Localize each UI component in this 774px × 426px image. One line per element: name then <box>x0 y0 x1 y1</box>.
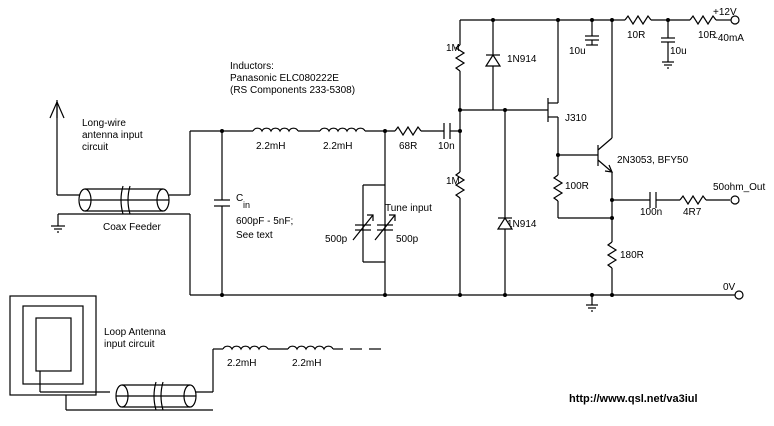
r-input-label: 68R <box>399 141 417 152</box>
c-jfet-decouple-label: 10u <box>569 46 586 57</box>
loop-l1-label: 2.2mH <box>227 358 256 369</box>
output-label: 50ohm_Out <box>713 182 765 193</box>
loop-label-2: input circuit <box>104 339 155 350</box>
bjt-label: 2N3053, BFY50 <box>617 155 689 166</box>
loop-label-1: Loop Antenna <box>104 327 166 338</box>
tune-c2-label: 500p <box>396 234 419 245</box>
r-bias-bottom-label: 1M <box>446 176 460 187</box>
url-label: http://www.qsl.net/va3iul <box>569 393 698 405</box>
inductors-part: Panasonic ELC080222E <box>230 73 339 84</box>
tune-c1-label: 500p <box>325 234 348 245</box>
diode-top-label: 1N914 <box>507 54 537 65</box>
c-input-label: 10n <box>438 141 455 152</box>
l2-label: 2.2mH <box>323 141 352 152</box>
bias-network <box>454 19 612 295</box>
supply-current-label: ~40mA <box>712 33 744 44</box>
r-output-label: 4R7 <box>683 207 702 218</box>
c-supply-label: 10u <box>670 46 687 57</box>
jfet-label: J310 <box>565 113 587 124</box>
bjt-symbol <box>558 20 740 295</box>
supply-voltage-label: +12V <box>713 7 737 18</box>
l1-label: 2.2mH <box>256 141 285 152</box>
c-output-label: 100n <box>640 207 662 218</box>
cin-range-label: 600pF - 5nF; <box>236 216 293 227</box>
cin-see-text: See text <box>236 230 273 241</box>
loop-l2-label: 2.2mH <box>292 358 321 369</box>
r-source-label: 100R <box>565 181 589 192</box>
longwire-label-2: antenna input <box>82 130 143 141</box>
ground-label: 0V <box>723 282 736 293</box>
antenna-symbol <box>49 100 80 196</box>
coax-feeder-label: Coax Feeder <box>103 222 161 233</box>
r-supply1-label: 10R <box>627 30 645 41</box>
loop-antenna-symbol <box>9 295 381 411</box>
r-bias-top-label: 1M <box>446 43 460 54</box>
cin-label: C <box>236 193 243 204</box>
cin-subscript: in <box>243 200 250 210</box>
r-supply2-label: 10R <box>698 30 716 41</box>
junction-dots <box>220 18 670 297</box>
longwire-label-3: circuit <box>82 142 108 153</box>
r-emitter-label: 180R <box>620 250 644 261</box>
labels: +12V ~40mA 10R 10R 10u 10u 1M 1M 1N914 1… <box>82 7 765 405</box>
inductors-rs: (RS Components 233-5308) <box>230 85 355 96</box>
tune-input-label: Tune input <box>385 203 432 214</box>
jfet-symbol <box>547 20 612 219</box>
inductors-title: Inductors: <box>230 61 274 72</box>
input-circuit <box>189 123 735 296</box>
longwire-label-1: Long-wire <box>82 118 126 129</box>
supply-filter <box>586 14 744 312</box>
diode-bottom-label: 1N914 <box>507 219 537 230</box>
coax-feeder-symbol <box>51 185 190 233</box>
